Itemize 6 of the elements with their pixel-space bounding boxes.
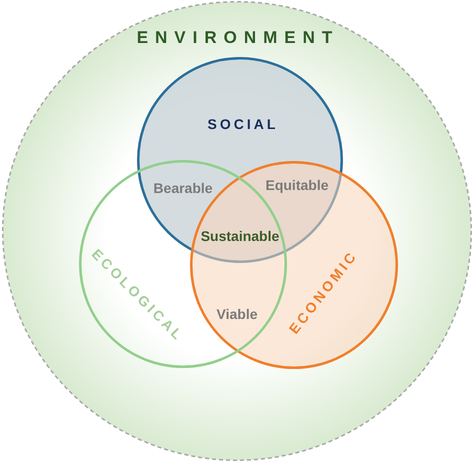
overlap-label: Equitable: [266, 177, 328, 193]
region-label: ENVIRONMENT: [136, 28, 340, 48]
region-label: SOCIAL: [208, 116, 278, 132]
overlap-label: Bearable: [153, 180, 213, 196]
overlap-label: Sustainable: [200, 228, 280, 244]
overlap-label: Viable: [216, 306, 258, 322]
